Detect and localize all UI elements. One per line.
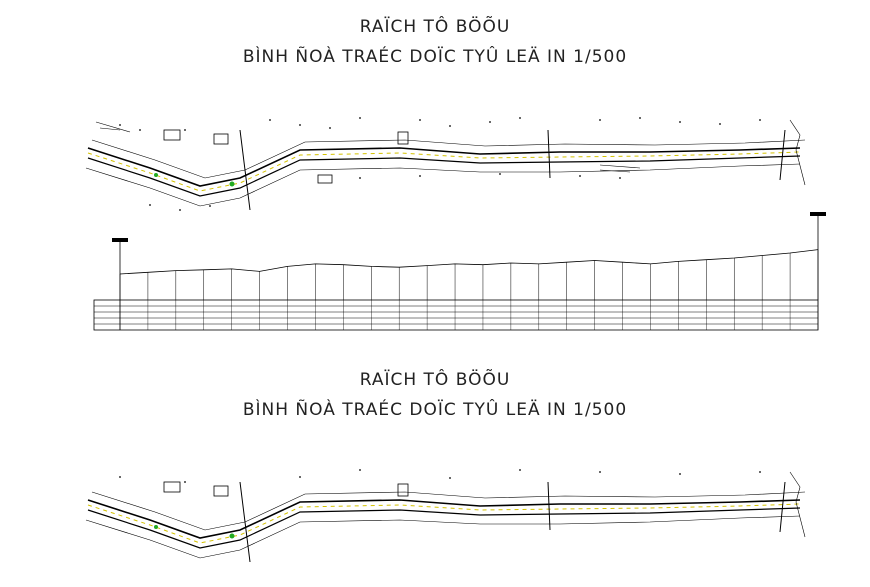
profile-data-table [93, 299, 819, 331]
sheet2-title: RAÏCH TÔ BÖÕU [359, 370, 511, 390]
sheet1-title: RAÏCH TÔ BÖÕU [359, 17, 511, 37]
plan-view-2 [85, 469, 806, 563]
plan-view-1 [85, 117, 806, 211]
longitudinal-profile [93, 212, 826, 331]
sheet1-subtitle: BÌNH ÑOÀ TRAÉC DOÏC TYÛ LEÄ IN 1/500 [242, 47, 628, 67]
road-plan [85, 117, 806, 211]
sheet2-subtitle: BÌNH ÑOÀ TRAÉC DOÏC TYÛ LEÄ IN 1/500 [242, 400, 628, 420]
